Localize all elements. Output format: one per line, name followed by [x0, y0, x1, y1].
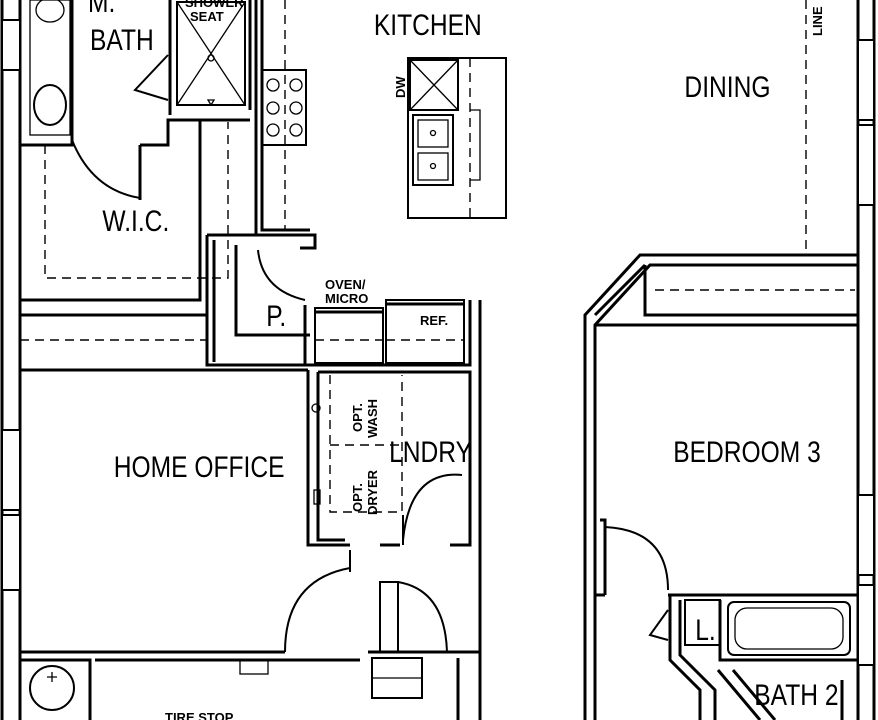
tire-stop-label: TIRE STOP	[165, 710, 234, 720]
oven-micro	[314, 307, 384, 364]
kitchen-island	[407, 57, 507, 219]
shower-label-1: SHOWER	[185, 0, 244, 10]
opt-dryer-label-1: OPT.	[350, 483, 365, 512]
wic-label: W.I.C.	[102, 204, 169, 238]
exterior-wall-right	[856, 0, 876, 720]
garage-entry	[20, 581, 480, 720]
bath-2	[648, 595, 858, 720]
water-heater-icon	[29, 665, 75, 711]
pantry	[205, 233, 317, 367]
ref-label: REF.	[420, 313, 448, 328]
opt-wash-label-1: OPT.	[350, 403, 365, 432]
home-office	[20, 370, 351, 654]
bedroom-3	[583, 253, 858, 720]
line-label: LINE	[810, 6, 825, 36]
cooktop	[261, 69, 307, 146]
oven-label-1: OVEN/	[325, 277, 366, 292]
pantry-label: P.	[266, 299, 286, 333]
toilet-icon	[33, 84, 67, 126]
dishwasher	[409, 59, 459, 111]
opt-dryer-label-2: DRYER	[365, 469, 380, 515]
laundry	[311, 370, 472, 547]
linen-label: L.	[695, 613, 716, 647]
home-office-label: HOME OFFICE	[114, 450, 285, 484]
bathtub	[727, 601, 851, 656]
kitchen-label: KITCHEN	[374, 8, 482, 42]
bath-2-label: BATH 2	[754, 678, 838, 712]
m-bath-label-1: M.	[88, 0, 115, 19]
shower-label-2: SEAT	[190, 9, 224, 24]
oven-label-2: MICRO	[325, 291, 368, 306]
master-bath	[20, 0, 252, 199]
sink	[412, 114, 454, 186]
kitchen-west-wall	[254, 0, 310, 235]
exterior-wall-left	[0, 0, 22, 720]
dining-label: DINING	[684, 70, 770, 104]
bedroom-3-label: BEDROOM 3	[673, 435, 821, 469]
laundry-label: LNDRY	[389, 435, 472, 469]
m-bath-label-2: BATH	[90, 23, 154, 57]
dw-label: DW	[393, 76, 408, 98]
opt-wash-label-2: WASH	[365, 399, 380, 438]
corridor	[20, 313, 308, 372]
refrigerator	[385, 299, 465, 364]
walk-in-closet	[18, 120, 229, 310]
kitchen-appliance-wall	[310, 299, 482, 720]
